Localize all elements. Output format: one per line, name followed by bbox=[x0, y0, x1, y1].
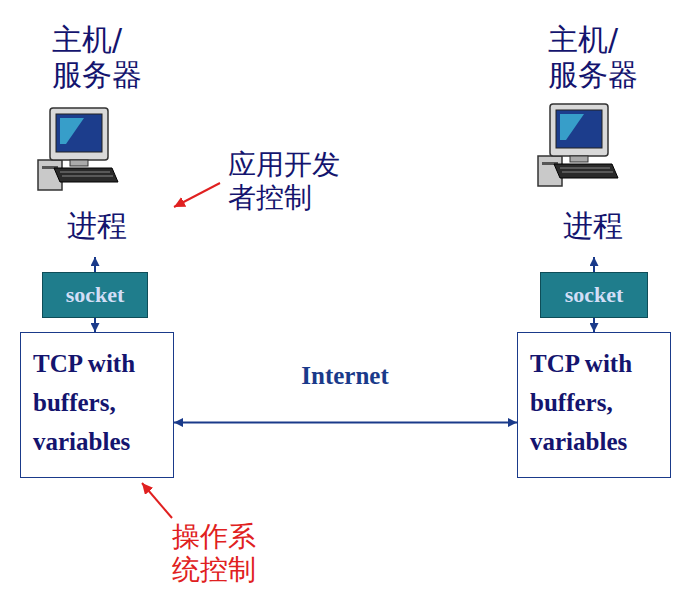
connector-arrow bbox=[94, 257, 96, 272]
host-label: 主机/ 服务器 bbox=[548, 22, 647, 93]
tcp-box: TCP with buffers, variables bbox=[517, 332, 671, 478]
tcp-box: TCP with buffers, variables bbox=[20, 332, 174, 478]
host-label: 主机/ 服务器 bbox=[52, 22, 151, 93]
callout-note: 操作系统控制 bbox=[172, 520, 264, 586]
connector-arrow bbox=[94, 318, 96, 332]
tcp-label: TCP with buffers, variables bbox=[33, 345, 159, 461]
socket-label: socket bbox=[66, 282, 125, 308]
process-ellipse: 进程 bbox=[508, 195, 678, 257]
tcp-label: TCP with buffers, variables bbox=[530, 345, 656, 461]
connector-arrow bbox=[593, 257, 595, 272]
computer-icon bbox=[38, 108, 118, 190]
socket-box: socket bbox=[42, 272, 148, 318]
computer-icon bbox=[538, 104, 618, 186]
connector-arrow bbox=[174, 422, 517, 424]
cloud-shape bbox=[210, 318, 480, 490]
network-label: Internet bbox=[210, 362, 480, 390]
socket-label: socket bbox=[565, 282, 624, 308]
internet-cloud: Internet bbox=[210, 318, 480, 490]
process-label: 进程 bbox=[563, 206, 623, 247]
process-label: 进程 bbox=[67, 206, 127, 247]
callout-note: 应用开发者控制 bbox=[228, 148, 348, 214]
leader-arrow bbox=[174, 183, 220, 207]
process-ellipse: 进程 bbox=[12, 195, 182, 257]
leader-arrow bbox=[142, 483, 172, 518]
socket-box: socket bbox=[540, 272, 648, 318]
connector-arrow bbox=[593, 318, 595, 332]
